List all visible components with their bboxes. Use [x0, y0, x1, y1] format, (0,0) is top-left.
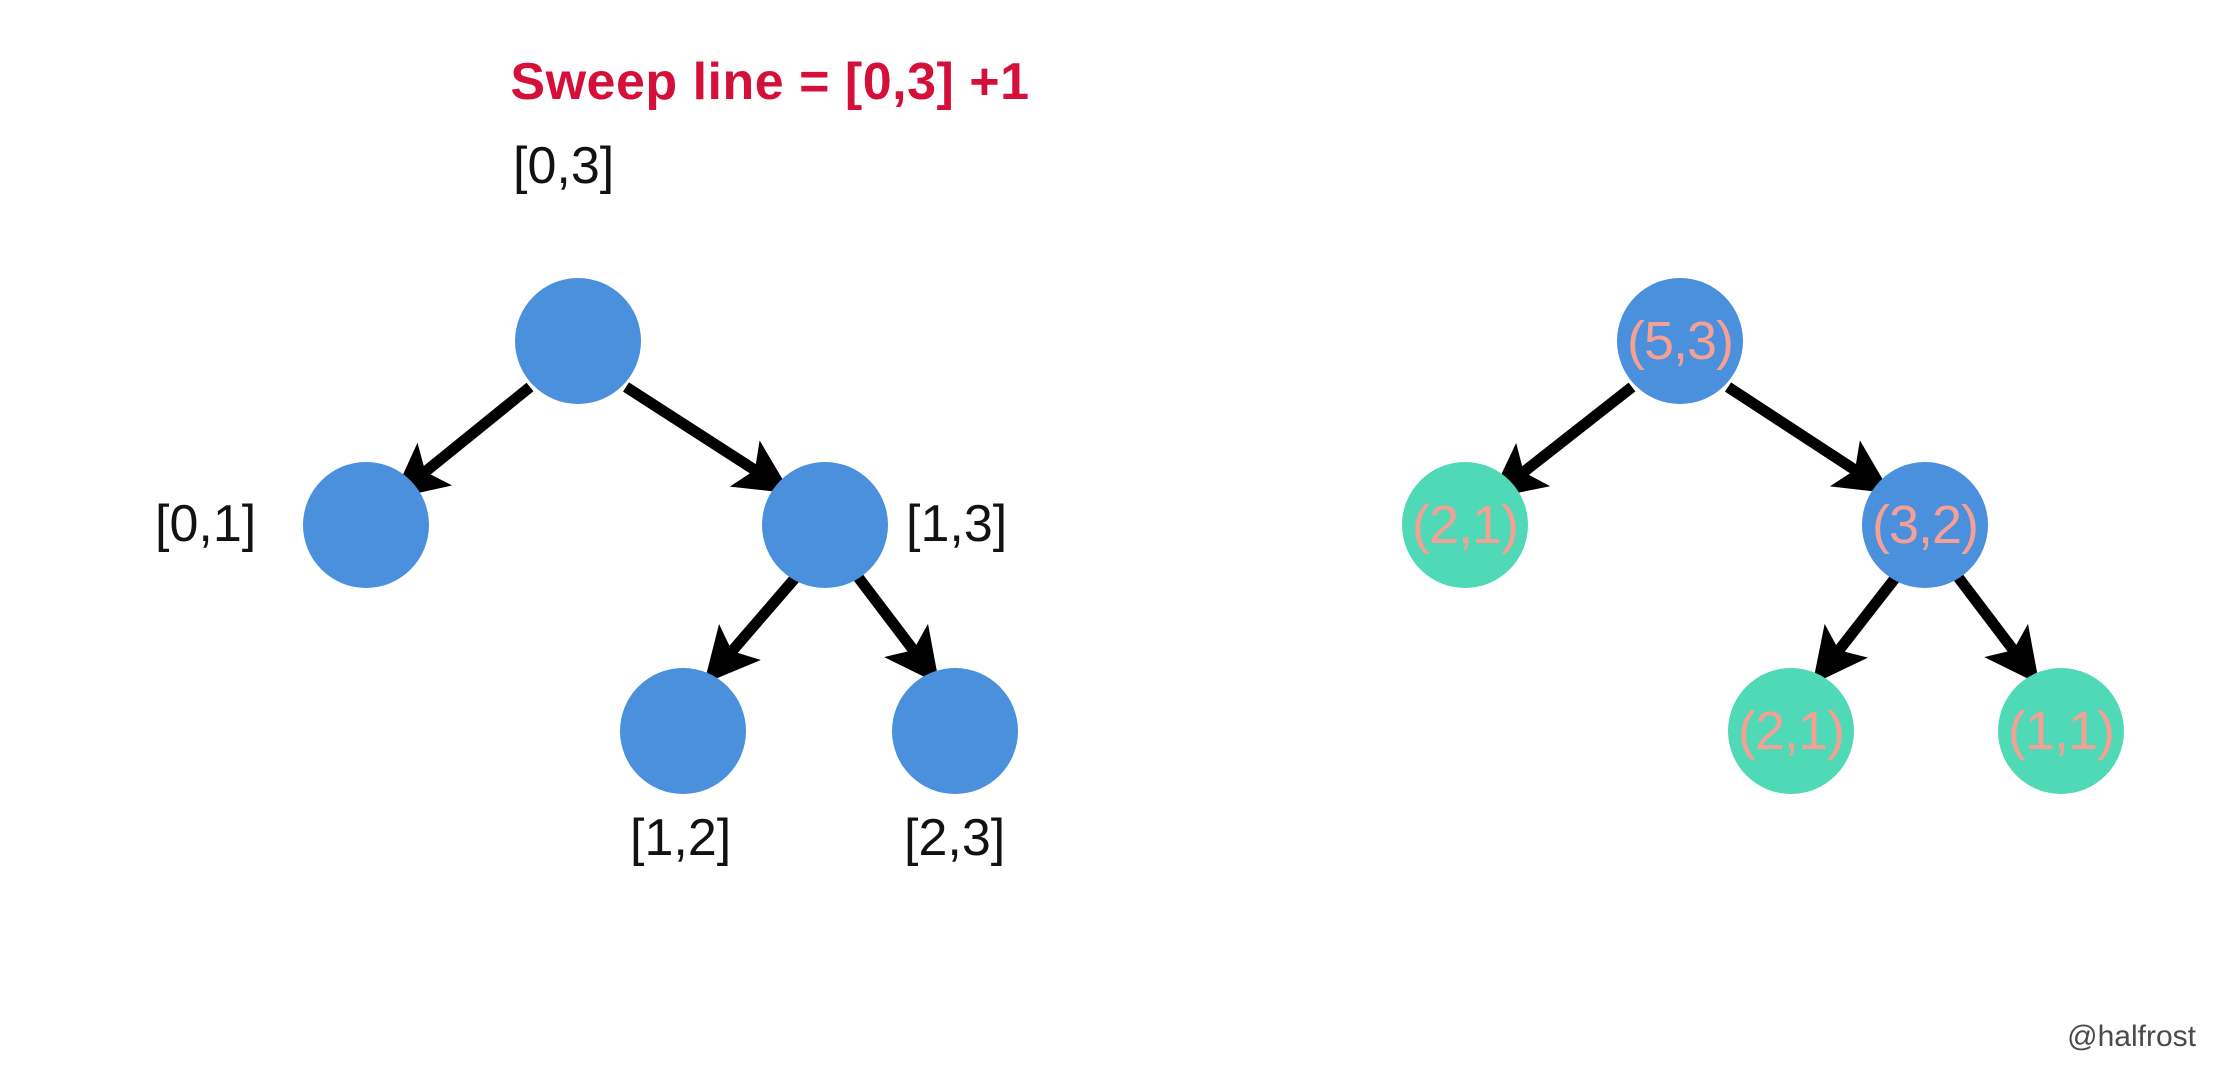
edge-right-right-to-rr: [1953, 573, 2040, 685]
edge-right-root-to-left: [1489, 382, 1636, 499]
left-tree-label-root: [0,3]: [513, 137, 615, 195]
right-tree-node-right-right[interactable]: (1,1): [1998, 668, 2124, 794]
right-tree-node-root-value: (5,3): [1626, 311, 1734, 371]
left-tree-label-left: [0,1]: [155, 495, 257, 553]
page-title: Sweep line = [0,3] +1: [0, 52, 2220, 112]
edge-left-root-to-right: [623, 382, 791, 494]
right-tree-node-right-value: (3,2): [1871, 495, 1979, 555]
left-tree-node-left[interactable]: [303, 462, 429, 588]
left-tree-label-right-left: [1,2]: [630, 809, 732, 867]
left-tree-node-root[interactable]: [515, 278, 641, 404]
edge-right-root-to-right: [1724, 382, 1891, 494]
left-tree-label-right-right: [2,3]: [904, 809, 1006, 867]
edge-left-root-to-left: [392, 382, 534, 499]
edge-left-right-to-rr: [853, 573, 940, 685]
edge-right-right-to-rl: [1812, 573, 1901, 685]
right-tree-node-root[interactable]: (5,3): [1617, 278, 1743, 404]
left-tree-label-right: [1,3]: [906, 495, 1008, 553]
page-title-text: Sweep line = [0,3] +1: [510, 53, 1030, 111]
edge-left-right-to-rl: [703, 573, 801, 684]
left-tree-node-right-right[interactable]: [892, 668, 1018, 794]
right-tree-node-right-left[interactable]: (2,1): [1728, 668, 1854, 794]
right-tree-node-left[interactable]: (2,1): [1402, 462, 1528, 588]
watermark: @halfrost: [2067, 1020, 2196, 1053]
right-tree-node-right-left-value: (2,1): [1737, 701, 1845, 761]
left-tree-node-right-left[interactable]: [620, 668, 746, 794]
right-tree-node-left-value: (2,1): [1411, 495, 1519, 555]
left-tree-node-right[interactable]: [762, 462, 888, 588]
right-tree-node-right-right-value: (1,1): [2007, 701, 2115, 761]
right-tree-node-right[interactable]: (3,2): [1862, 462, 1988, 588]
